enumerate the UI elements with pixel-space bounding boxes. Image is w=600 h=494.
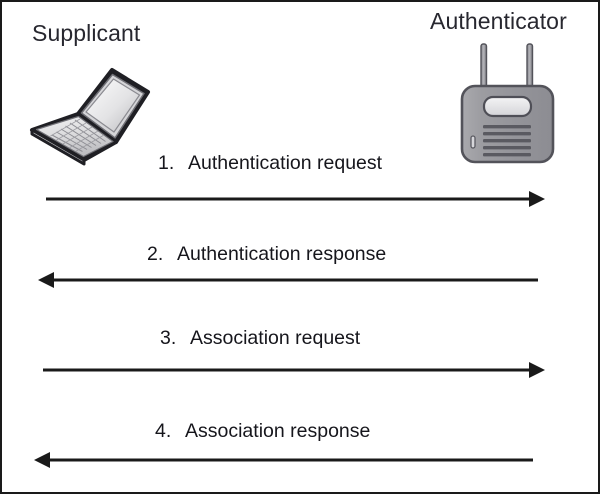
message-label-1: 1. Authentication request xyxy=(158,152,382,175)
laptop-icon xyxy=(20,54,160,169)
wireless-router-icon xyxy=(454,40,574,165)
message-text-4: Association response xyxy=(185,420,371,442)
message-number-2: 2. xyxy=(147,243,164,265)
message-arrow-4 xyxy=(34,452,533,468)
message-number-1: 1. xyxy=(158,152,175,174)
message-text-2: Authentication response xyxy=(177,243,387,265)
authenticator-label: Authenticator xyxy=(430,8,567,34)
message-text-3: Association request xyxy=(190,327,361,349)
message-number-4: 4. xyxy=(155,420,172,442)
message-label-3: 3. Association request xyxy=(160,327,360,350)
message-number-3: 3. xyxy=(160,327,177,349)
message-arrow-1 xyxy=(46,191,545,207)
message-arrow-3 xyxy=(43,362,545,378)
message-label-2: 2. Authentication response xyxy=(147,243,386,266)
message-label-4: 4. Association response xyxy=(155,420,370,443)
supplicant-label: Supplicant xyxy=(32,20,141,46)
message-text-1: Authentication request xyxy=(188,152,383,174)
message-arrow-2 xyxy=(38,272,538,288)
